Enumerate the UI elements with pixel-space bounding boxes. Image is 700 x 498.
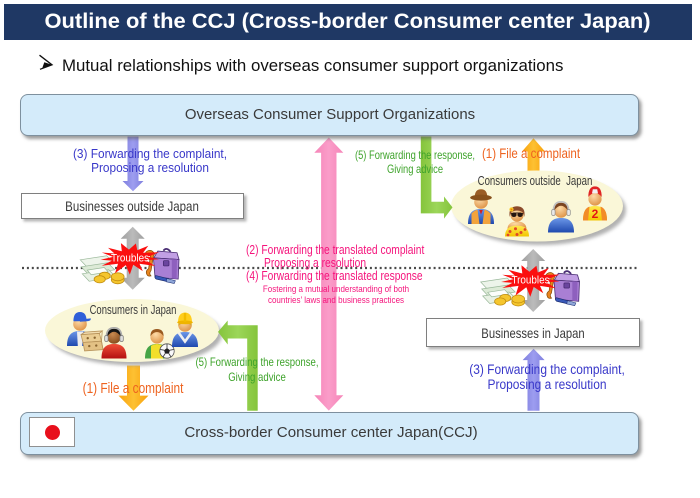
svg-text:Troubles: Troubles [111, 253, 149, 265]
svg-text:2: 2 [592, 207, 599, 221]
